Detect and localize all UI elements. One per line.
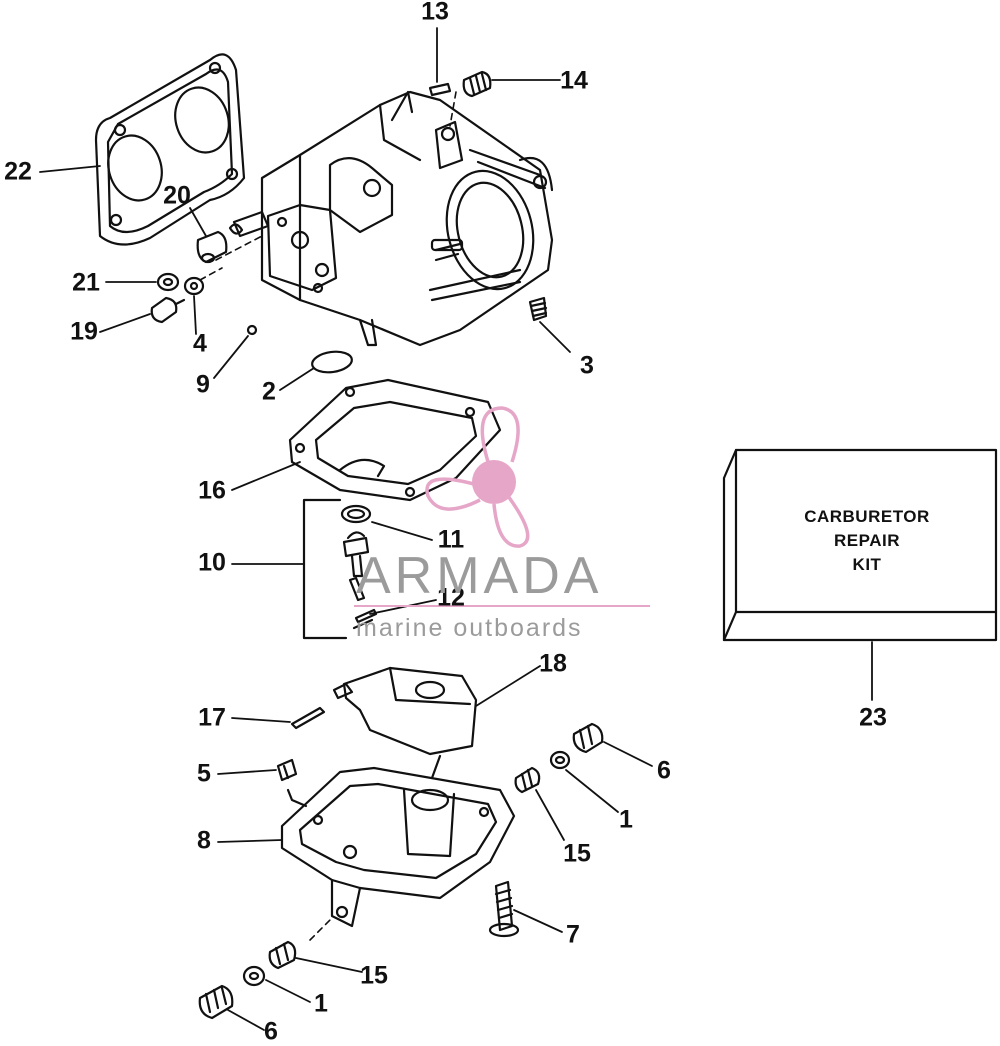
part-washer-1-upper — [549, 750, 571, 770]
part-screw-19 — [150, 296, 186, 324]
part-disc-2 — [311, 350, 353, 374]
part-screw-7 — [488, 880, 520, 938]
part-spring-3 — [528, 296, 548, 322]
callout-15-upper: 15 — [563, 839, 591, 868]
part-carburetor-body — [228, 90, 554, 347]
callout-1-lower: 1 — [314, 989, 328, 1018]
callout-5: 5 — [197, 759, 211, 788]
callout-6-upper: 6 — [657, 756, 671, 785]
part-ball-9 — [246, 324, 258, 336]
part-gasket-11 — [340, 504, 372, 524]
callout-15-lower: 15 — [360, 961, 388, 990]
part-fitting-20 — [196, 230, 228, 264]
callout-22: 22 — [4, 157, 32, 186]
callout-19: 19 — [70, 317, 98, 346]
repair-kit-line-3: KIT — [852, 555, 882, 574]
watermark-brand-tagline: marine outboards — [356, 614, 583, 642]
callout-1-upper: 1 — [619, 805, 633, 834]
callout-9: 9 — [196, 370, 210, 399]
part-needle-valve — [342, 531, 370, 602]
alignment-dashes — [199, 91, 457, 941]
part-gasket-16 — [288, 378, 502, 502]
callout-2: 2 — [262, 377, 276, 406]
callout-13: 13 — [421, 0, 449, 26]
repair-kit-line-2: REPAIR — [834, 531, 900, 550]
repair-kit-line-1: CARBURETOR — [804, 507, 930, 526]
part-float-bowl-8 — [280, 754, 516, 928]
group-bracket-10 — [302, 498, 348, 640]
part-screw-14 — [462, 70, 492, 98]
callout-6-lower: 6 — [264, 1017, 278, 1046]
callout-3: 3 — [580, 351, 594, 380]
callout-7: 7 — [566, 920, 580, 949]
callout-8: 8 — [197, 826, 211, 855]
part-repair-kit-box-23 — [722, 448, 998, 642]
part-screw-5 — [276, 758, 308, 808]
part-gasket-22 — [94, 53, 246, 246]
callout-16: 16 — [198, 476, 226, 505]
callout-14: 14 — [560, 66, 588, 95]
callout-4: 4 — [193, 329, 207, 358]
part-washer-21 — [156, 272, 180, 292]
callout-12: 12 — [437, 583, 465, 612]
callout-21: 21 — [72, 268, 100, 297]
repair-kit-label: CARBURETOR REPAIR KIT — [736, 505, 998, 577]
part-pin-13 — [428, 82, 452, 97]
callout-17: 17 — [198, 703, 226, 732]
callout-20: 20 — [163, 181, 191, 210]
callout-11: 11 — [437, 525, 465, 554]
part-washer-4 — [183, 276, 205, 296]
part-plug-6-lower — [198, 984, 234, 1020]
callout-18: 18 — [539, 649, 567, 678]
part-float-18 — [332, 666, 478, 756]
watermark-brand-word: ARMADA — [356, 547, 603, 605]
leader-lines — [39, 27, 873, 1031]
part-pin-17 — [290, 706, 326, 730]
part-plug-6-upper — [572, 722, 604, 754]
part-needle-15-lower — [268, 940, 297, 970]
part-clip-12 — [352, 608, 378, 630]
callout-23: 23 — [859, 703, 887, 732]
part-washer-1-lower — [242, 965, 266, 987]
part-needle-15-upper — [514, 766, 541, 794]
watermark-propeller-icon — [354, 406, 650, 607]
callout-10: 10 — [198, 548, 226, 577]
